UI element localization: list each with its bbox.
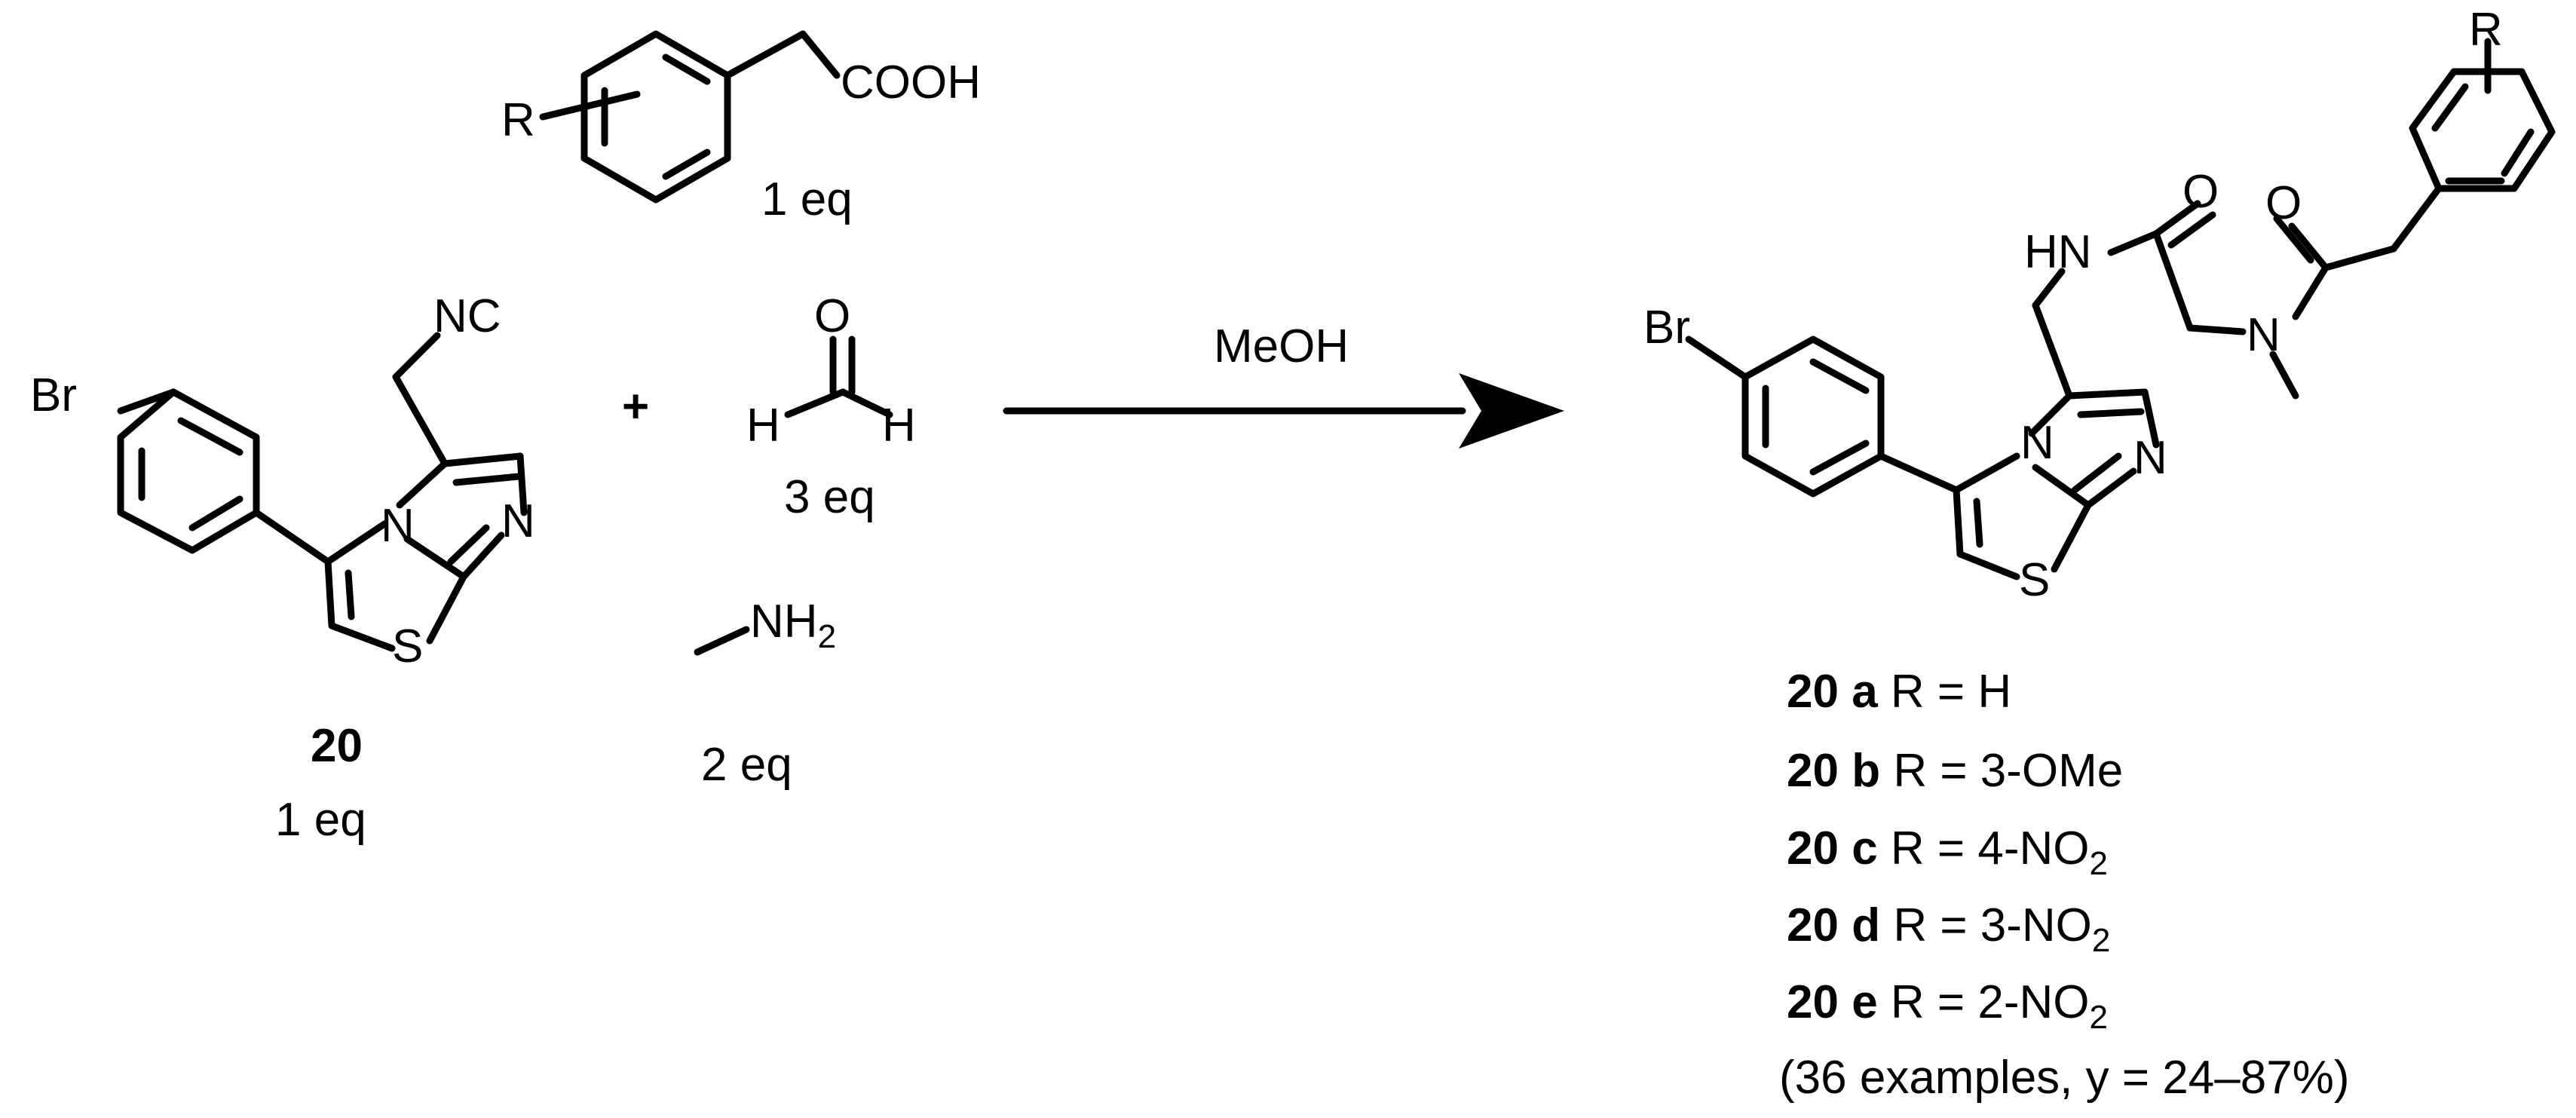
iso-bridge-n-label: N (381, 500, 415, 552)
example-row: 20 c R = 4-NO2 (1787, 822, 2108, 882)
acid-equivalents: 1 eq (761, 173, 853, 225)
product-ring-n-label: N (2133, 432, 2167, 484)
methylamine-nh-label: NH2 (750, 596, 836, 655)
solvent-label: MeOH (1214, 320, 1349, 372)
acid-r-label: R (501, 94, 535, 146)
product-br-label: Br (1643, 302, 1690, 354)
product-bridge-n-label: N (2020, 417, 2054, 469)
compound-20-label: 20 (311, 720, 363, 772)
formaldehyde-equivalents: 3 eq (784, 471, 875, 523)
isocyanide-20: Br NC N N S 20 1 eq (30, 290, 535, 846)
iso-s-label: S (392, 620, 423, 672)
formaldehyde: O H H 3 eq (746, 290, 916, 523)
product-methyl-n-label: N (2247, 309, 2280, 361)
acid-cooh-label: COOH (841, 57, 981, 109)
reaction-arrow: MeOH (1003, 320, 1564, 449)
phenylacetic-acid: R COOH 1 eq (501, 30, 981, 225)
plus-sign: + (622, 381, 649, 433)
product-structure: Br HN O O N R N N S (1643, 4, 2556, 606)
example-row: 20 d R = 3-NO2 (1787, 899, 2110, 959)
formaldehyde-h-right-label: H (882, 400, 916, 452)
iso-ring-n-label: N (501, 495, 535, 547)
methylamine-equivalents: 2 eq (701, 739, 792, 791)
product-amide-o-label: O (2182, 166, 2219, 218)
product-acyl-o-label: O (2265, 177, 2302, 229)
example-row: 20 a R = H (1787, 666, 2011, 718)
formaldehyde-o-label: O (814, 290, 850, 342)
iso-equivalents: 1 eq (275, 794, 366, 846)
formaldehyde-h-left-label: H (746, 400, 780, 452)
methylamine: NH2 2 eq (694, 596, 836, 791)
iso-nc-label: NC (433, 290, 501, 342)
examples-list: 20 a R = H 20 b R = 3-OMe 20 c R = 4-NO2… (1779, 666, 2349, 1104)
example-row: 20 b R = 3-OMe (1787, 745, 2123, 797)
iso-br-label: Br (30, 369, 77, 421)
product-hn-label: HN (2024, 226, 2092, 278)
examples-summary: (36 examples, y = 24–87%) (1779, 1052, 2349, 1104)
product-r-label: R (2469, 4, 2503, 56)
product-s-label: S (2019, 554, 2050, 606)
example-row: 20 e R = 2-NO2 (1787, 976, 2108, 1036)
